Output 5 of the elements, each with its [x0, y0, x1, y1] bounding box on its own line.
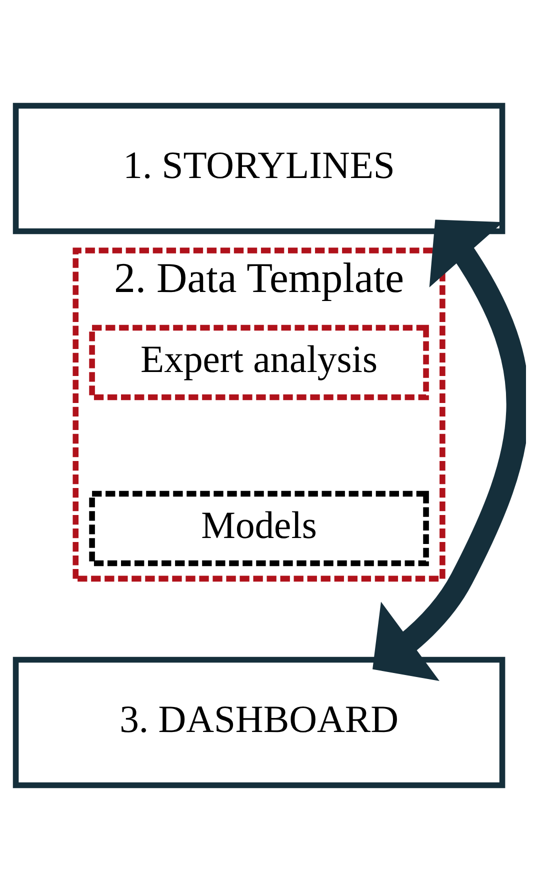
arrow	[372, 219, 526, 680]
node-box: 3. DASHBOARD	[12, 656, 506, 788]
node-box: Models	[89, 490, 429, 566]
node-box: 1. STORYLINES	[12, 102, 506, 234]
node-box: Expert analysis	[89, 324, 429, 400]
